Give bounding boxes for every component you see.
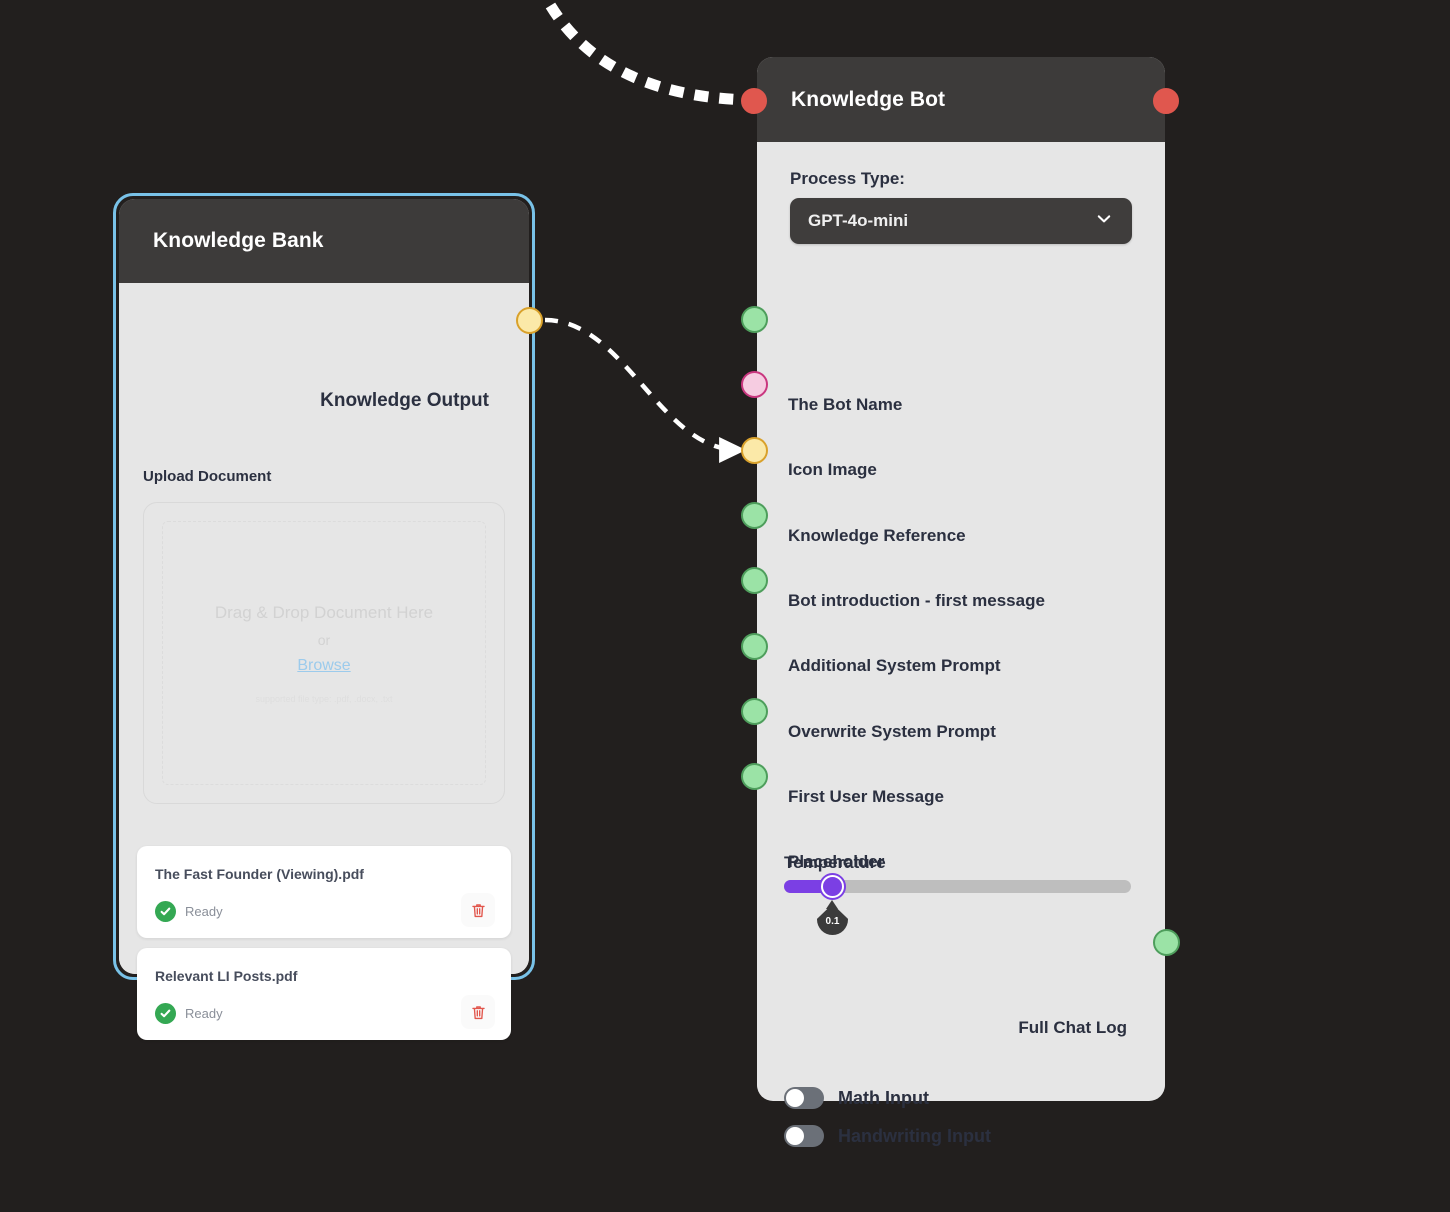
file-status: Ready <box>155 1003 223 1024</box>
file-list-item[interactable]: The Fast Founder (Viewing).pdf Ready <box>137 846 511 938</box>
temperature-value-bubble: 0.1 <box>817 900 848 935</box>
port-row-knowledge-reference[interactable]: Knowledge Reference <box>757 522 1165 549</box>
document-dropzone[interactable]: Drag & Drop Document Here or Browse supp… <box>143 502 505 804</box>
port-label: Full Chat Log <box>1018 1017 1127 1037</box>
upload-document-label: Upload Document <box>143 468 272 485</box>
process-type-selected-value: GPT-4o-mini <box>808 211 909 230</box>
trash-icon[interactable] <box>461 995 495 1029</box>
dropzone-or-text: or <box>317 631 331 648</box>
temperature-slider[interactable]: 0.1 <box>784 875 1131 935</box>
knowledge-bank-body: Knowledge Output Upload Document Drag & … <box>119 283 529 1040</box>
port-full-chat-log[interactable] <box>1153 929 1180 956</box>
port-placeholder[interactable] <box>741 763 768 790</box>
port-label: Overwrite System Prompt <box>788 721 996 741</box>
process-type-select[interactable]: GPT-4o-mini <box>790 198 1132 244</box>
toggle-knob <box>786 1127 804 1145</box>
port-header-output[interactable] <box>1153 88 1179 114</box>
math-input-label: Math Input <box>838 1087 929 1108</box>
port-row-first-user-message[interactable]: First User Message <box>757 783 1165 810</box>
port-bot-introduction[interactable] <box>741 502 768 529</box>
supported-file-types-text: supported file type: .pdf, .docx, .txt <box>255 693 393 704</box>
temperature-label: Temperature <box>784 853 886 872</box>
toggle-knob <box>786 1089 804 1107</box>
file-name: The Fast Founder (Viewing).pdf <box>155 866 364 882</box>
port-row-bot-introduction[interactable]: Bot introduction - first message <box>757 587 1165 614</box>
toggle-row-handwriting-input[interactable]: Handwriting Input <box>784 1125 991 1147</box>
knowledge-bot-header[interactable]: Knowledge Bot <box>757 57 1165 142</box>
node-knowledge-bank[interactable]: Knowledge Bank Knowledge Output Upload D… <box>119 199 529 1040</box>
edge-knowledge-output-to-knowledge-reference <box>544 317 747 464</box>
knowledge-bank-header[interactable]: Knowledge Bank <box>119 199 529 283</box>
port-first-user-message[interactable] <box>741 698 768 725</box>
port-label: Icon Image <box>788 459 877 479</box>
knowledge-output-label: Knowledge Output <box>320 390 489 411</box>
port-row-overwrite-system-prompt[interactable]: Overwrite System Prompt <box>757 718 1165 745</box>
temperature-slider-thumb[interactable] <box>821 875 844 898</box>
temperature-slider-fill <box>784 880 832 893</box>
port-label: Additional System Prompt <box>788 655 1001 675</box>
process-type-label: Process Type: <box>790 169 905 188</box>
knowledge-bank-title: Knowledge Bank <box>153 229 324 252</box>
port-row-icon-image[interactable]: Icon Image <box>757 456 1165 483</box>
port-row-full-chat-log[interactable]: Full Chat Log <box>757 1014 1165 1041</box>
port-label: Bot introduction - first message <box>788 590 1045 610</box>
math-input-toggle[interactable] <box>784 1087 824 1109</box>
chevron-down-icon <box>1094 209 1114 234</box>
port-knowledge-reference[interactable] <box>741 437 768 464</box>
dropzone-primary-text: Drag & Drop Document Here <box>214 602 434 622</box>
temperature-value: 0.1 <box>825 915 840 927</box>
toggle-row-math-input[interactable]: Math Input <box>784 1087 929 1109</box>
node-knowledge-bot[interactable]: Knowledge Bot Process Type: GPT-4o-mini … <box>757 57 1165 1147</box>
knowledge-bot-title: Knowledge Bot <box>791 87 946 111</box>
port-label: First User Message <box>788 786 944 806</box>
port-overwrite-system-prompt[interactable] <box>741 633 768 660</box>
file-status-text: Ready <box>185 1006 223 1021</box>
port-row-additional-system-prompt[interactable]: Additional System Prompt <box>757 652 1165 679</box>
port-additional-system-prompt[interactable] <box>741 567 768 594</box>
port-label: Knowledge Reference <box>788 525 966 545</box>
port-label: The Bot Name <box>788 394 903 414</box>
file-status: Ready <box>155 901 223 922</box>
handwriting-input-toggle[interactable] <box>784 1125 824 1147</box>
dropzone-inner[interactable]: Drag & Drop Document Here or Browse supp… <box>162 521 486 785</box>
port-knowledge-output[interactable] <box>516 307 543 334</box>
port-header-input[interactable] <box>741 88 767 114</box>
check-circle-icon <box>155 901 176 922</box>
file-status-text: Ready <box>185 904 223 919</box>
knowledge-bot-body: Process Type: GPT-4o-mini The Bot Name I… <box>757 142 1165 1147</box>
handwriting-input-label: Handwriting Input <box>838 1125 991 1146</box>
port-row-the-bot-name[interactable]: The Bot Name <box>757 391 1165 418</box>
port-the-bot-name[interactable] <box>741 306 768 333</box>
port-row-placeholder[interactable]: Placeholder <box>757 848 1165 875</box>
port-label: Placeholder <box>788 851 885 871</box>
browse-link[interactable]: Browse <box>297 656 351 674</box>
trash-icon[interactable] <box>461 893 495 927</box>
file-list-item[interactable]: Relevant LI Posts.pdf Ready <box>137 948 511 1040</box>
edge-incoming-to-knowledge-bot <box>541 0 753 106</box>
check-circle-icon <box>155 1003 176 1024</box>
file-name: Relevant LI Posts.pdf <box>155 968 298 984</box>
port-icon-image[interactable] <box>741 371 768 398</box>
